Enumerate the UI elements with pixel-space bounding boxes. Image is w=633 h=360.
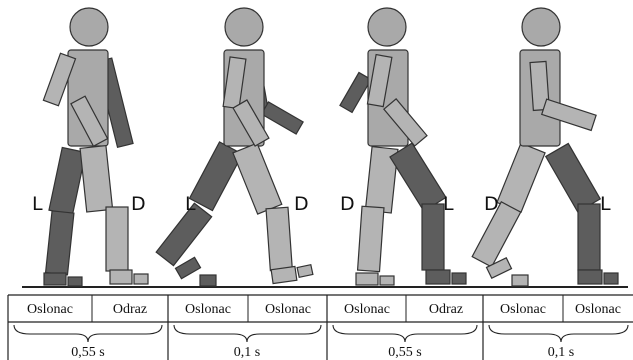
back-leg-shin [155, 202, 213, 267]
phase-cell: Oslonac [575, 302, 621, 317]
back-toe [199, 274, 217, 287]
phase-cell: Oslonac [185, 302, 231, 317]
front-foot [270, 265, 298, 285]
phase-cell: Oslonac [344, 302, 390, 317]
back-leg-shin [44, 210, 75, 276]
front-foot [577, 269, 603, 285]
arm-back [339, 71, 372, 114]
head [521, 7, 561, 47]
arm-back-lower [260, 101, 304, 135]
arm-front-upper [42, 52, 77, 107]
arm-front-lower [70, 95, 109, 147]
head [367, 7, 407, 47]
phase-cell: Odraz [113, 302, 147, 317]
front-foot [425, 269, 451, 285]
phase-cell: Oslonac [27, 302, 73, 317]
back-toe [379, 275, 395, 286]
phase-cell: Oslonac [500, 302, 546, 317]
front-toe [603, 272, 619, 285]
right-leg-label: L [600, 193, 611, 215]
phase-duration: 0,1 s [548, 345, 574, 360]
front-toe [296, 263, 314, 279]
phase-cell: Odraz [429, 302, 463, 317]
arm-front-lower [540, 98, 597, 132]
duration-brace [332, 324, 478, 343]
front-leg-thigh [79, 144, 114, 213]
front-leg-thigh [389, 142, 447, 212]
phase-duration: 0,1 s [234, 345, 260, 360]
walker-figure-4: D L [471, 7, 619, 287]
arm-front-upper [529, 60, 550, 112]
arm-front-lower [383, 98, 428, 147]
front-toe [133, 273, 149, 285]
walker-figure-2: L D [155, 7, 314, 287]
walker-figure-3: D L [339, 7, 467, 286]
front-foot [109, 269, 133, 285]
front-leg-thigh [232, 142, 283, 215]
head [224, 7, 264, 47]
right-leg-label: D [294, 193, 309, 215]
back-leg-thigh [496, 142, 546, 213]
arm-front-lower [232, 99, 270, 147]
left-leg-label: L [185, 193, 196, 215]
duration-brace [13, 324, 163, 343]
back-foot [485, 256, 513, 280]
back-foot [174, 256, 202, 280]
right-leg-label: D [131, 193, 146, 215]
back-foot [43, 272, 67, 286]
arm-front-upper [222, 56, 247, 110]
front-leg-shin [577, 203, 601, 271]
head [69, 7, 109, 47]
back-foot [355, 272, 379, 286]
left-leg-label: D [340, 193, 355, 215]
arm-front-upper [366, 53, 393, 108]
back-toe [511, 274, 529, 287]
walker-figure-1: L D [32, 7, 149, 287]
left-leg-label: L [32, 193, 43, 215]
phase-table: Oslonac Odraz Oslonac Oslonac Oslonac Od… [7, 294, 633, 360]
left-leg-label: D [484, 193, 499, 215]
front-leg-thigh [544, 142, 602, 213]
back-leg-thigh [48, 146, 87, 216]
front-leg-shin [265, 206, 293, 272]
duration-brace [173, 324, 322, 343]
phase-cell: Oslonac [265, 302, 311, 317]
phase-duration: 0,55 s [71, 345, 104, 360]
right-leg-label: L [443, 193, 454, 215]
back-leg-shin [356, 205, 385, 273]
duration-brace [488, 324, 629, 343]
back-leg-thigh [188, 141, 244, 212]
front-leg-shin [421, 203, 445, 271]
front-leg-shin [105, 206, 129, 272]
front-toe [451, 272, 467, 285]
phase-duration: 0,55 s [388, 345, 421, 360]
back-leg-shin [471, 201, 522, 268]
back-toe [67, 276, 83, 287]
